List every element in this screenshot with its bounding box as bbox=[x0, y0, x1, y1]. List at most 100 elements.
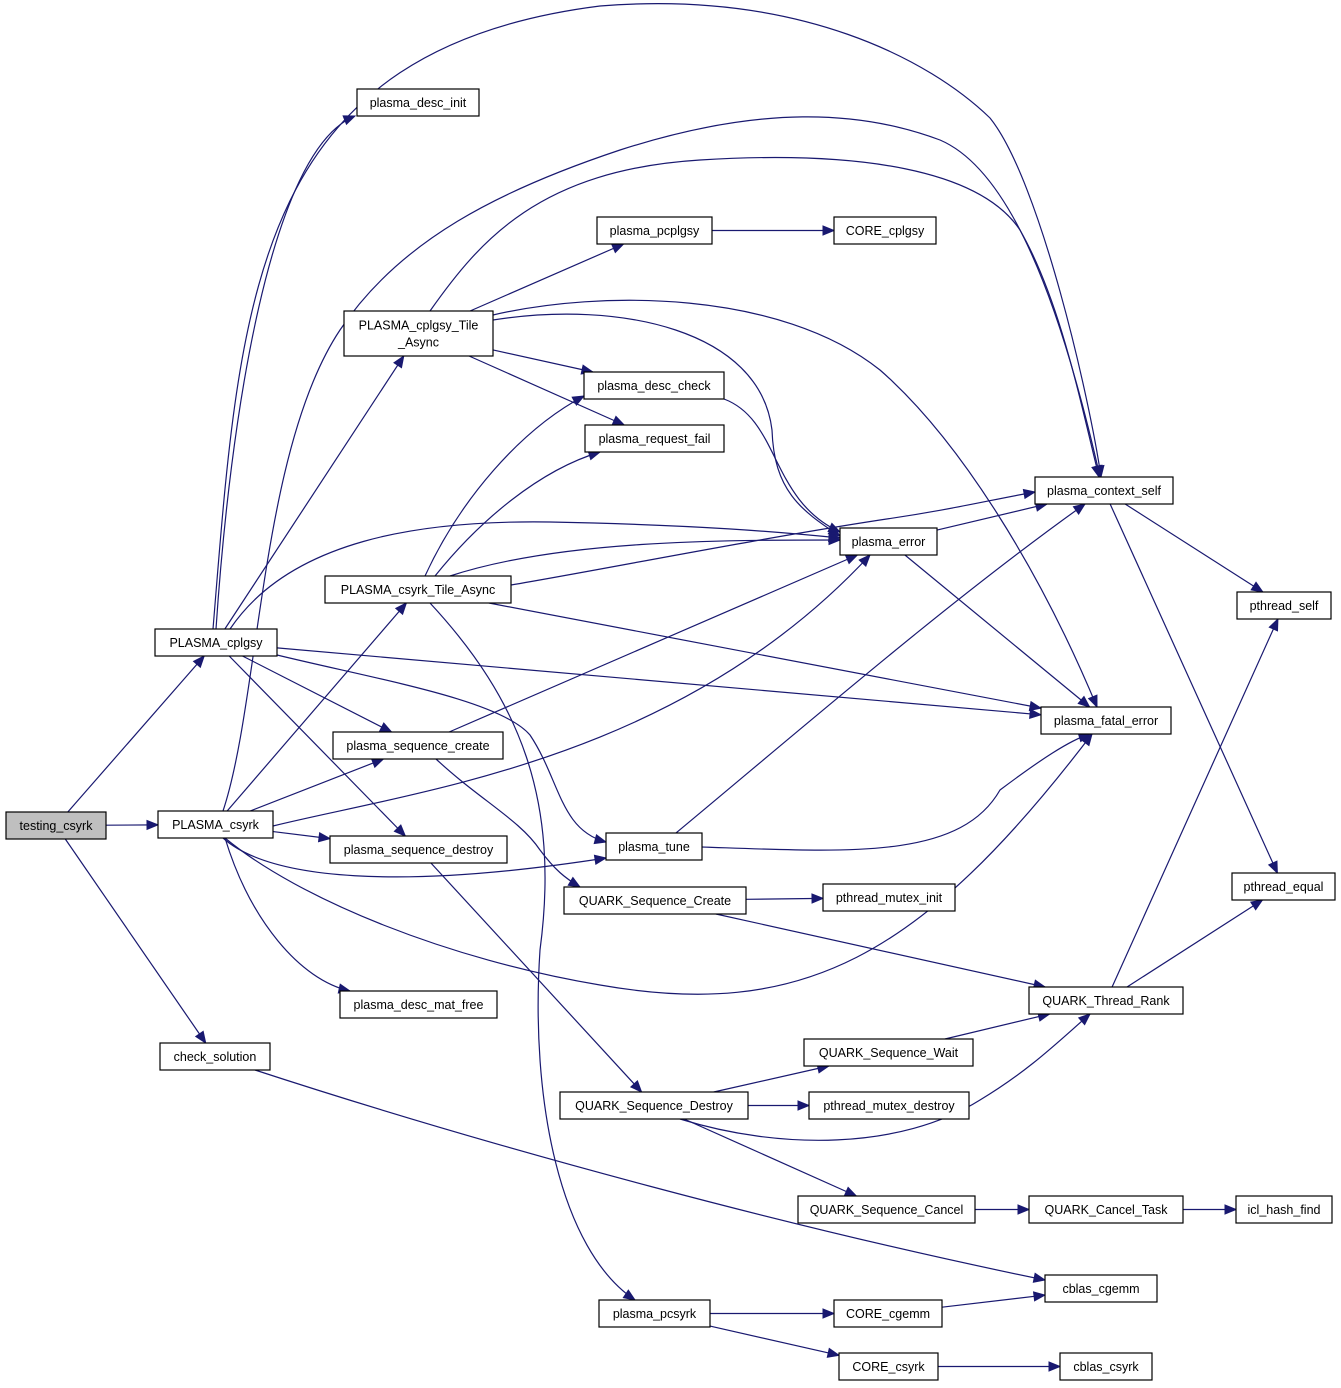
arrowhead-icon bbox=[843, 1186, 858, 1197]
node-box bbox=[157, 810, 274, 839]
node-cblas-csyrk[interactable]: cblas_csyrk bbox=[1059, 1352, 1153, 1381]
node-plasma-cplgsy[interactable]: PLASMA_cplgsy bbox=[154, 628, 278, 657]
edge-line bbox=[224, 733, 1093, 995]
edge-line bbox=[222, 837, 607, 878]
arrowhead-icon bbox=[1250, 581, 1264, 593]
node-box bbox=[339, 990, 498, 1019]
edge-line bbox=[435, 758, 581, 888]
node-label: plasma_pcsyrk bbox=[613, 1307, 697, 1321]
node-core-cplgsy[interactable]: CORE_cplgsy bbox=[833, 216, 937, 245]
edge-PLASMA_csyrk-to-plasma_sequence_create bbox=[249, 758, 385, 812]
edge-PLASMA_cplgsy_Tile_Async-to-plasma_context_self bbox=[429, 156, 1102, 479]
node-icl-hash-find[interactable]: icl_hash_find bbox=[1235, 1195, 1333, 1224]
edge-line bbox=[249, 758, 384, 812]
node-box bbox=[1059, 1352, 1153, 1381]
node-core-csyrk[interactable]: CORE_csyrk bbox=[838, 1352, 939, 1381]
arrowhead-icon bbox=[378, 722, 393, 733]
node-pthread-mutex-init[interactable]: pthread_mutex_init bbox=[822, 883, 956, 912]
edge-line bbox=[492, 313, 841, 537]
edge-PLASMA_csyrk-to-plasma_fatal_error bbox=[224, 732, 1093, 995]
arrowhead-icon bbox=[194, 1030, 207, 1045]
edge-line bbox=[1124, 503, 1264, 593]
node-plasma-desc-check[interactable]: plasma_desc_check bbox=[583, 371, 725, 400]
node-plasma-fatal-error[interactable]: plasma_fatal_error bbox=[1040, 706, 1172, 735]
edge-line bbox=[430, 862, 643, 1093]
edge-plasma_sequence_destroy-to-QUARK_Sequence_Destroy bbox=[430, 862, 643, 1093]
node-plasma-pcplgsy[interactable]: plasma_pcplgsy bbox=[596, 216, 713, 245]
node-label: QUARK_Sequence_Wait bbox=[819, 1046, 959, 1060]
arrowhead-icon bbox=[370, 758, 385, 769]
node-plasma-context-self[interactable]: plasma_context_self bbox=[1034, 476, 1174, 505]
edge-QUARK_Thread_Rank-to-pthread_equal bbox=[1126, 899, 1264, 988]
edge-line bbox=[424, 395, 585, 577]
edge-QUARK_Sequence_Destroy-to-pthread_mutex_destroy bbox=[748, 1100, 811, 1111]
node-label: plasma_request_fail bbox=[599, 432, 711, 446]
node-box bbox=[356, 88, 480, 117]
arrowhead-icon bbox=[611, 415, 626, 426]
node-plasma-csyrk[interactable]: PLASMA_csyrk bbox=[157, 810, 274, 839]
node-plasma-sequence-destroy[interactable]: plasma_sequence_destroy bbox=[329, 835, 508, 864]
node-quark-thread-rank[interactable]: QUARK_Thread_Rank bbox=[1028, 986, 1184, 1015]
node-quark-cancel-task[interactable]: QUARK_Cancel_Task bbox=[1028, 1195, 1184, 1224]
edge-QUARK_Sequence_Wait-to-QUARK_Thread_Rank bbox=[944, 1011, 1051, 1040]
node-box bbox=[154, 628, 278, 657]
edge-testing_csyrk-to-PLASMA_cplgsy bbox=[67, 655, 206, 813]
node-box bbox=[822, 883, 956, 912]
edge-plasma_desc_check-to-plasma_error bbox=[723, 398, 842, 533]
node-pthread-mutex-destroy[interactable]: pthread_mutex_destroy bbox=[808, 1091, 970, 1120]
node-label: plasma_tune bbox=[618, 840, 690, 854]
node-pthread-equal[interactable]: pthread_equal bbox=[1231, 872, 1336, 901]
node-quark-sequence-create[interactable]: QUARK_Sequence_Create bbox=[563, 886, 747, 915]
node-cblas-cgemm[interactable]: cblas_cgemm bbox=[1044, 1274, 1158, 1303]
edge-check_solution-to-cblas_cgemm bbox=[254, 1069, 1047, 1283]
node-plasma-pcsyrk[interactable]: plasma_pcsyrk bbox=[598, 1299, 711, 1328]
node-plasma-sequence-create[interactable]: plasma_sequence_create bbox=[332, 731, 504, 760]
edge-plasma_pcsyrk-to-CORE_cgemm bbox=[710, 1308, 836, 1319]
node-box bbox=[598, 1299, 711, 1328]
node-box bbox=[583, 371, 725, 400]
node-plasma-request-fail[interactable]: plasma_request_fail bbox=[584, 424, 725, 453]
edge-line bbox=[434, 451, 601, 577]
node-box bbox=[1034, 476, 1174, 505]
arrowhead-icon bbox=[844, 554, 859, 565]
node-label: QUARK_Sequence_Create bbox=[579, 894, 731, 908]
node-quark-sequence-cancel[interactable]: QUARK_Sequence_Cancel bbox=[797, 1195, 976, 1224]
edge-line bbox=[468, 355, 625, 426]
node-quark-sequence-destroy[interactable]: QUARK_Sequence_Destroy bbox=[559, 1091, 749, 1120]
node-label: plasma_desc_mat_free bbox=[354, 998, 484, 1012]
node-plasma-desc-mat-free[interactable]: plasma_desc_mat_free bbox=[339, 990, 498, 1019]
node-plasma-tune[interactable]: plasma_tune bbox=[605, 832, 703, 861]
node-plasma-error[interactable]: plasma_error bbox=[839, 527, 938, 556]
node-plasma-desc-init[interactable]: plasma_desc_init bbox=[356, 88, 480, 117]
edge-line bbox=[448, 554, 858, 733]
node-label: cblas_cgemm bbox=[1062, 1282, 1139, 1296]
node-plasma-cplgsy-tile-async[interactable]: PLASMA_cplgsy_Tile_Async bbox=[343, 310, 494, 357]
edge-line bbox=[715, 913, 1046, 988]
edge-PLASMA_cplgsy-to-plasma_fatal_error bbox=[276, 647, 1043, 720]
node-pthread-self[interactable]: pthread_self bbox=[1236, 591, 1332, 620]
arrowhead-icon bbox=[822, 225, 836, 236]
node-label: plasma_sequence_create bbox=[346, 739, 489, 753]
arrowhead-icon bbox=[1032, 1291, 1047, 1302]
node-quark-sequence-wait[interactable]: QUARK_Sequence_Wait bbox=[803, 1038, 974, 1067]
edge-PLASMA_csyrk_Tile_Async-to-plasma_pcsyrk bbox=[429, 602, 637, 1301]
node-testing-csyrk[interactable]: testing_csyrk bbox=[5, 811, 107, 840]
node-box bbox=[838, 1352, 939, 1381]
node-core-cgemm[interactable]: CORE_cgemm bbox=[833, 1299, 943, 1328]
edge-PLASMA_cplgsy_Tile_Async-to-plasma_fatal_error bbox=[492, 299, 1098, 709]
arrowhead-icon bbox=[827, 522, 842, 533]
edge-line bbox=[679, 1013, 1091, 1141]
arrowhead-icon bbox=[858, 554, 871, 567]
edge-plasma_pcplgsy-to-CORE_cplgsy bbox=[712, 225, 836, 236]
node-check-solution[interactable]: check_solution bbox=[159, 1042, 271, 1071]
edge-line bbox=[222, 116, 1101, 812]
node-box bbox=[596, 216, 713, 245]
arrowhead-icon bbox=[1032, 1272, 1047, 1283]
node-box bbox=[563, 886, 747, 915]
edge-line bbox=[64, 838, 207, 1044]
node-label: _Async bbox=[397, 335, 439, 349]
edge-CORE_csyrk-to-cblas_csyrk bbox=[938, 1361, 1062, 1372]
node-plasma-csyrk-tile-async[interactable]: PLASMA_csyrk_Tile_Async bbox=[324, 575, 512, 604]
edge-testing_csyrk-to-check_solution bbox=[64, 838, 207, 1045]
node-box bbox=[159, 1042, 271, 1071]
